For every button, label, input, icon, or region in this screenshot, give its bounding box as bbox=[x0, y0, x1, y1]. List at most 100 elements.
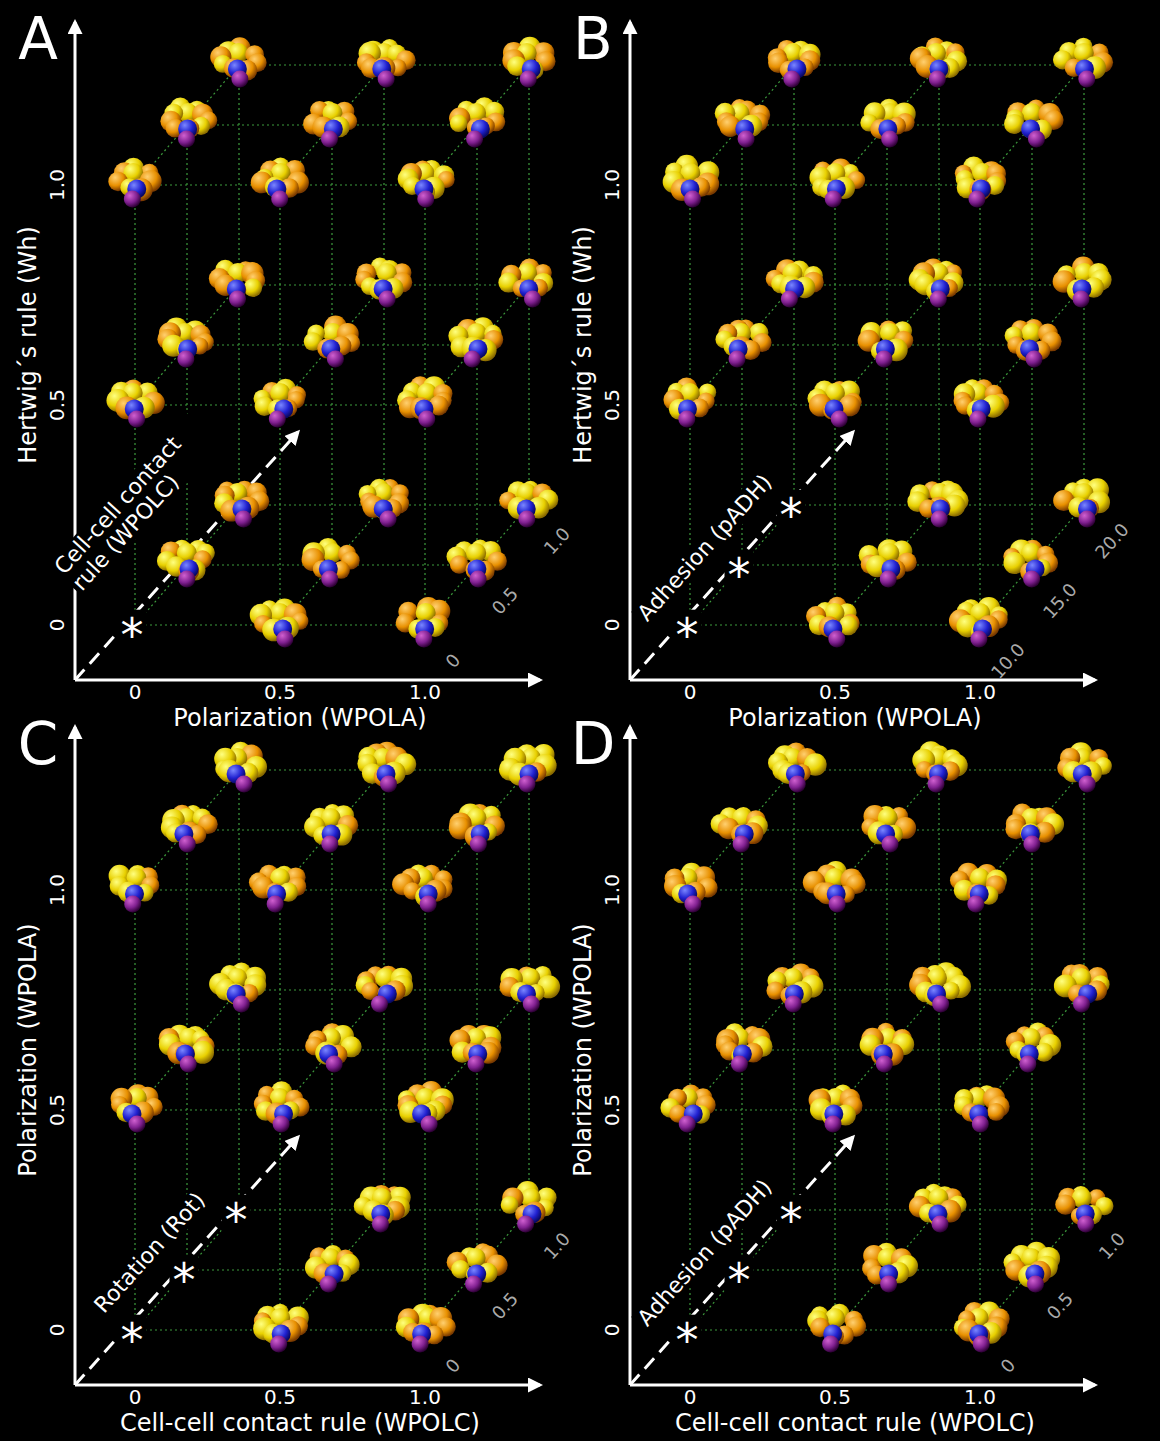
embryo bbox=[766, 964, 823, 1013]
purple-cell bbox=[930, 291, 947, 308]
embryo bbox=[768, 742, 827, 792]
purple-cell bbox=[178, 571, 195, 588]
embryo bbox=[359, 479, 409, 528]
purple-cell bbox=[829, 896, 846, 913]
purple-cell bbox=[412, 1336, 429, 1353]
x-tick: 1.0 bbox=[409, 681, 441, 703]
grid-line bbox=[835, 505, 939, 625]
purple-cell bbox=[178, 131, 195, 148]
depth-axis bbox=[75, 1137, 298, 1385]
embryo bbox=[768, 40, 821, 88]
purple-cell bbox=[1073, 291, 1090, 308]
cell bbox=[244, 278, 263, 297]
embryo bbox=[766, 259, 824, 307]
embryo bbox=[1053, 256, 1112, 307]
y-tick: 0 bbox=[601, 619, 623, 632]
embryo bbox=[1005, 804, 1064, 853]
embryo bbox=[159, 1025, 215, 1073]
purple-cell bbox=[520, 71, 537, 88]
depth-tick: 0.5 bbox=[488, 1289, 522, 1324]
embryo bbox=[1055, 1186, 1113, 1232]
cell bbox=[987, 1103, 1005, 1121]
embryo bbox=[160, 98, 217, 148]
grid-line bbox=[980, 770, 1084, 890]
embryo bbox=[807, 1304, 866, 1353]
purple-cell bbox=[371, 996, 388, 1013]
y-tick: 0.5 bbox=[46, 1094, 68, 1126]
purple-cell bbox=[738, 131, 755, 148]
grid-line bbox=[425, 65, 529, 185]
asterisk: * bbox=[222, 1195, 251, 1246]
purple-cell bbox=[417, 191, 434, 208]
grid-line bbox=[690, 285, 794, 405]
embryo bbox=[449, 803, 505, 852]
embryo bbox=[304, 804, 358, 853]
grid-line bbox=[280, 285, 384, 405]
cell bbox=[1004, 114, 1024, 134]
depth-axis bbox=[630, 432, 853, 680]
purple-cell bbox=[929, 71, 946, 88]
purple-cell bbox=[972, 1116, 989, 1133]
grid-line bbox=[425, 1210, 529, 1330]
depth-tick: 0.5 bbox=[488, 584, 522, 619]
purple-cell bbox=[518, 511, 535, 528]
purple-cell bbox=[789, 776, 806, 793]
grid-line bbox=[835, 1210, 939, 1330]
embryo bbox=[954, 379, 1010, 427]
purple-cell bbox=[881, 131, 898, 148]
embryo bbox=[909, 962, 971, 1012]
purple-cell bbox=[177, 351, 194, 368]
embryo bbox=[711, 807, 768, 852]
y-tick: 1.0 bbox=[46, 874, 68, 906]
x-tick: 1.0 bbox=[409, 1386, 441, 1408]
purple-cell bbox=[128, 1116, 145, 1133]
embryo bbox=[106, 379, 164, 427]
embryo bbox=[396, 1304, 456, 1353]
x-axis-label: Cell-cell contact rule (WPOLC) bbox=[675, 1410, 1035, 1436]
purple-cell bbox=[378, 71, 395, 88]
embryo bbox=[860, 1023, 915, 1073]
asterisk: * bbox=[725, 1255, 754, 1306]
y-tick: 1.0 bbox=[601, 169, 623, 201]
purple-cell bbox=[464, 351, 481, 368]
purple-cell bbox=[380, 776, 397, 793]
y-axis-label: Polarization (WPOLA) bbox=[15, 923, 41, 1176]
purple-cell bbox=[271, 191, 288, 208]
purple-cell bbox=[678, 411, 695, 428]
purple-cell bbox=[235, 511, 252, 528]
embryo bbox=[861, 805, 916, 852]
purple-cell bbox=[267, 896, 284, 913]
purple-cell bbox=[684, 191, 701, 208]
purple-cell bbox=[731, 1056, 748, 1073]
purple-cell bbox=[1077, 1216, 1094, 1233]
purple-cell bbox=[1019, 1056, 1036, 1073]
asterisk: * bbox=[673, 610, 702, 661]
embryo bbox=[357, 39, 416, 87]
embryo bbox=[397, 1081, 453, 1133]
purple-cell bbox=[379, 291, 396, 308]
panel-letter: D bbox=[571, 713, 616, 777]
embryo bbox=[356, 966, 413, 1013]
y-tick: 0.5 bbox=[601, 389, 623, 421]
grid-line bbox=[135, 770, 239, 890]
purple-cell bbox=[880, 571, 897, 588]
embryo bbox=[209, 260, 265, 308]
purple-cell bbox=[828, 631, 845, 648]
purple-cell bbox=[421, 1116, 438, 1133]
depth-tick: 1.0 bbox=[540, 524, 574, 559]
embryo bbox=[355, 257, 412, 307]
asterisk: * bbox=[170, 1255, 199, 1306]
embryo bbox=[253, 1304, 309, 1353]
y-tick: 0.5 bbox=[601, 1094, 623, 1126]
embryo bbox=[954, 1085, 1010, 1132]
embryo bbox=[1004, 100, 1064, 148]
grid-line bbox=[280, 770, 384, 890]
grid-line bbox=[425, 285, 529, 405]
purple-cell bbox=[1079, 776, 1096, 793]
embryo bbox=[715, 320, 771, 368]
grid-line bbox=[425, 770, 529, 890]
purple-cell bbox=[420, 896, 437, 913]
panel-letter: C bbox=[18, 713, 59, 777]
depth-tick: 15.0 bbox=[1039, 579, 1081, 622]
grid-line bbox=[135, 285, 239, 405]
